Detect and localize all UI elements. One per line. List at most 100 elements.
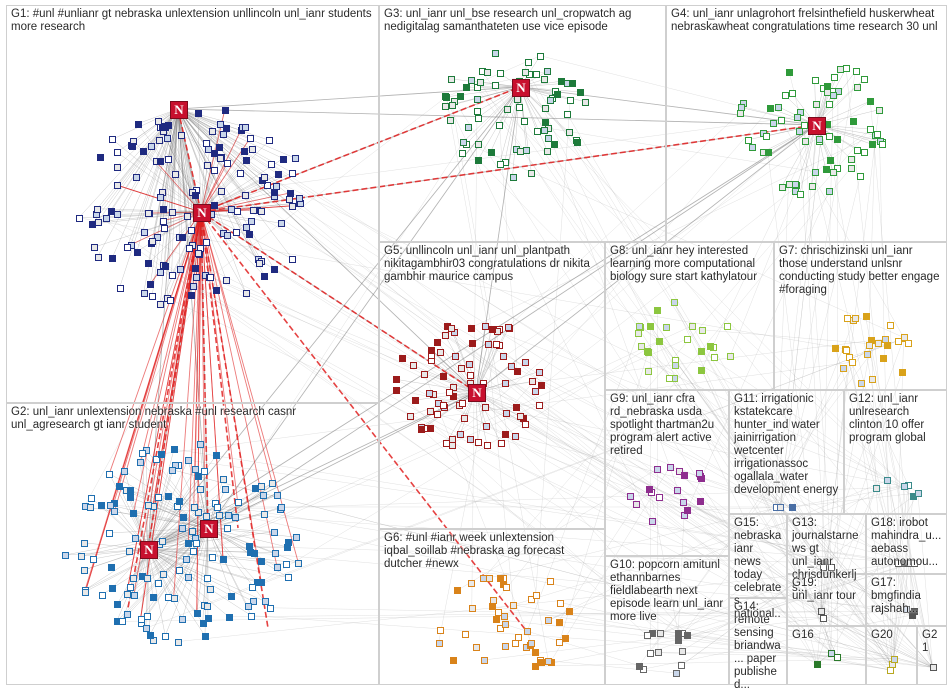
user-node	[437, 627, 444, 634]
user-node	[656, 338, 663, 345]
user-node	[582, 99, 589, 106]
user-node	[477, 79, 484, 86]
user-node	[143, 625, 150, 632]
user-node	[407, 413, 414, 420]
user-node	[266, 137, 273, 144]
user-node	[130, 510, 137, 517]
user-node	[460, 139, 467, 146]
user-node	[127, 487, 134, 494]
user-node	[188, 292, 195, 299]
user-node	[144, 613, 151, 620]
user-node	[647, 323, 654, 330]
group-box-g18: G18: irobot mahindra_u... aebass autonom…	[866, 514, 947, 574]
user-node	[223, 277, 230, 284]
user-node	[770, 120, 777, 127]
user-node	[165, 493, 172, 500]
group-label-g9: G9: unl_ianr cfra rd_nebraska usda spotl…	[610, 393, 724, 458]
user-node	[127, 494, 134, 501]
user-node	[117, 285, 124, 292]
user-node	[577, 89, 584, 96]
user-node	[684, 507, 691, 514]
user-node	[524, 628, 531, 635]
user-node	[469, 340, 476, 347]
user-node	[226, 614, 233, 621]
user-node	[261, 174, 268, 181]
user-node	[484, 69, 491, 76]
user-node	[853, 68, 860, 75]
user-node	[508, 363, 515, 370]
group-label-g2: G2: unl_ianr unlextension nebraska #unl …	[11, 406, 374, 432]
group-label-g12: G12: unl_ianr unlresearch clinton 10 off…	[849, 393, 942, 445]
user-node	[109, 585, 116, 592]
user-node	[541, 127, 548, 134]
user-node	[114, 149, 121, 156]
user-node	[217, 121, 224, 128]
user-node	[522, 69, 529, 76]
user-node	[537, 53, 544, 60]
user-node	[443, 94, 450, 101]
group-box-g15: G15: nebraska ianr news today celebrates…	[729, 514, 787, 598]
user-node	[644, 632, 651, 639]
group-label-g20: G20	[871, 629, 912, 642]
user-node	[473, 644, 480, 651]
user-node	[205, 146, 212, 153]
user-node	[418, 426, 425, 433]
user-node	[165, 156, 172, 163]
user-node	[124, 611, 131, 618]
user-node	[812, 77, 819, 84]
user-node	[711, 354, 718, 361]
user-node	[195, 473, 202, 480]
group-box-g8: G8: unl_ianr hey interested learning mor…	[605, 242, 774, 390]
user-node	[498, 440, 505, 447]
user-node	[258, 208, 265, 215]
user-node	[205, 615, 212, 622]
user-node	[901, 334, 908, 341]
user-node	[458, 365, 465, 372]
user-node	[260, 492, 267, 499]
user-node	[155, 580, 162, 587]
group-label-g11: G11: irrigationic kstatekcare hunter_ind…	[734, 393, 839, 497]
user-node	[149, 293, 156, 300]
user-node	[698, 348, 705, 355]
user-node	[234, 208, 241, 215]
user-node	[97, 154, 104, 161]
user-node	[183, 556, 190, 563]
user-node	[134, 249, 141, 256]
user-node	[874, 131, 881, 138]
user-node	[246, 231, 253, 238]
user-node	[554, 91, 561, 98]
user-node	[274, 564, 281, 571]
user-node	[834, 654, 841, 661]
user-node	[850, 118, 857, 125]
user-node	[448, 76, 455, 83]
user-node	[94, 206, 101, 213]
user-node	[283, 561, 290, 568]
user-node	[775, 104, 782, 111]
user-node	[463, 84, 470, 91]
user-node	[654, 466, 661, 473]
user-node	[271, 529, 278, 536]
user-node	[475, 157, 482, 164]
user-node	[857, 173, 864, 180]
user-node	[468, 325, 475, 332]
user-node	[724, 323, 731, 330]
user-node	[475, 115, 482, 122]
group-box-g5: G5: unllincoln unl_ianr unl_plantpath ni…	[379, 242, 605, 529]
group-label-g6: G6: #unl #ianr week unlextension iqbal_s…	[384, 532, 600, 571]
user-node	[95, 254, 102, 261]
user-node	[207, 586, 214, 593]
user-node	[194, 610, 201, 617]
user-node	[517, 148, 524, 155]
user-node	[767, 105, 774, 112]
user-node	[523, 147, 530, 154]
user-node	[493, 616, 500, 623]
user-node	[440, 373, 447, 380]
user-node	[176, 567, 183, 574]
user-node	[295, 560, 302, 567]
user-node	[794, 114, 801, 121]
user-node	[449, 442, 456, 449]
user-node	[452, 353, 459, 360]
user-node	[216, 512, 223, 519]
user-node	[214, 504, 221, 511]
user-node	[745, 137, 752, 144]
